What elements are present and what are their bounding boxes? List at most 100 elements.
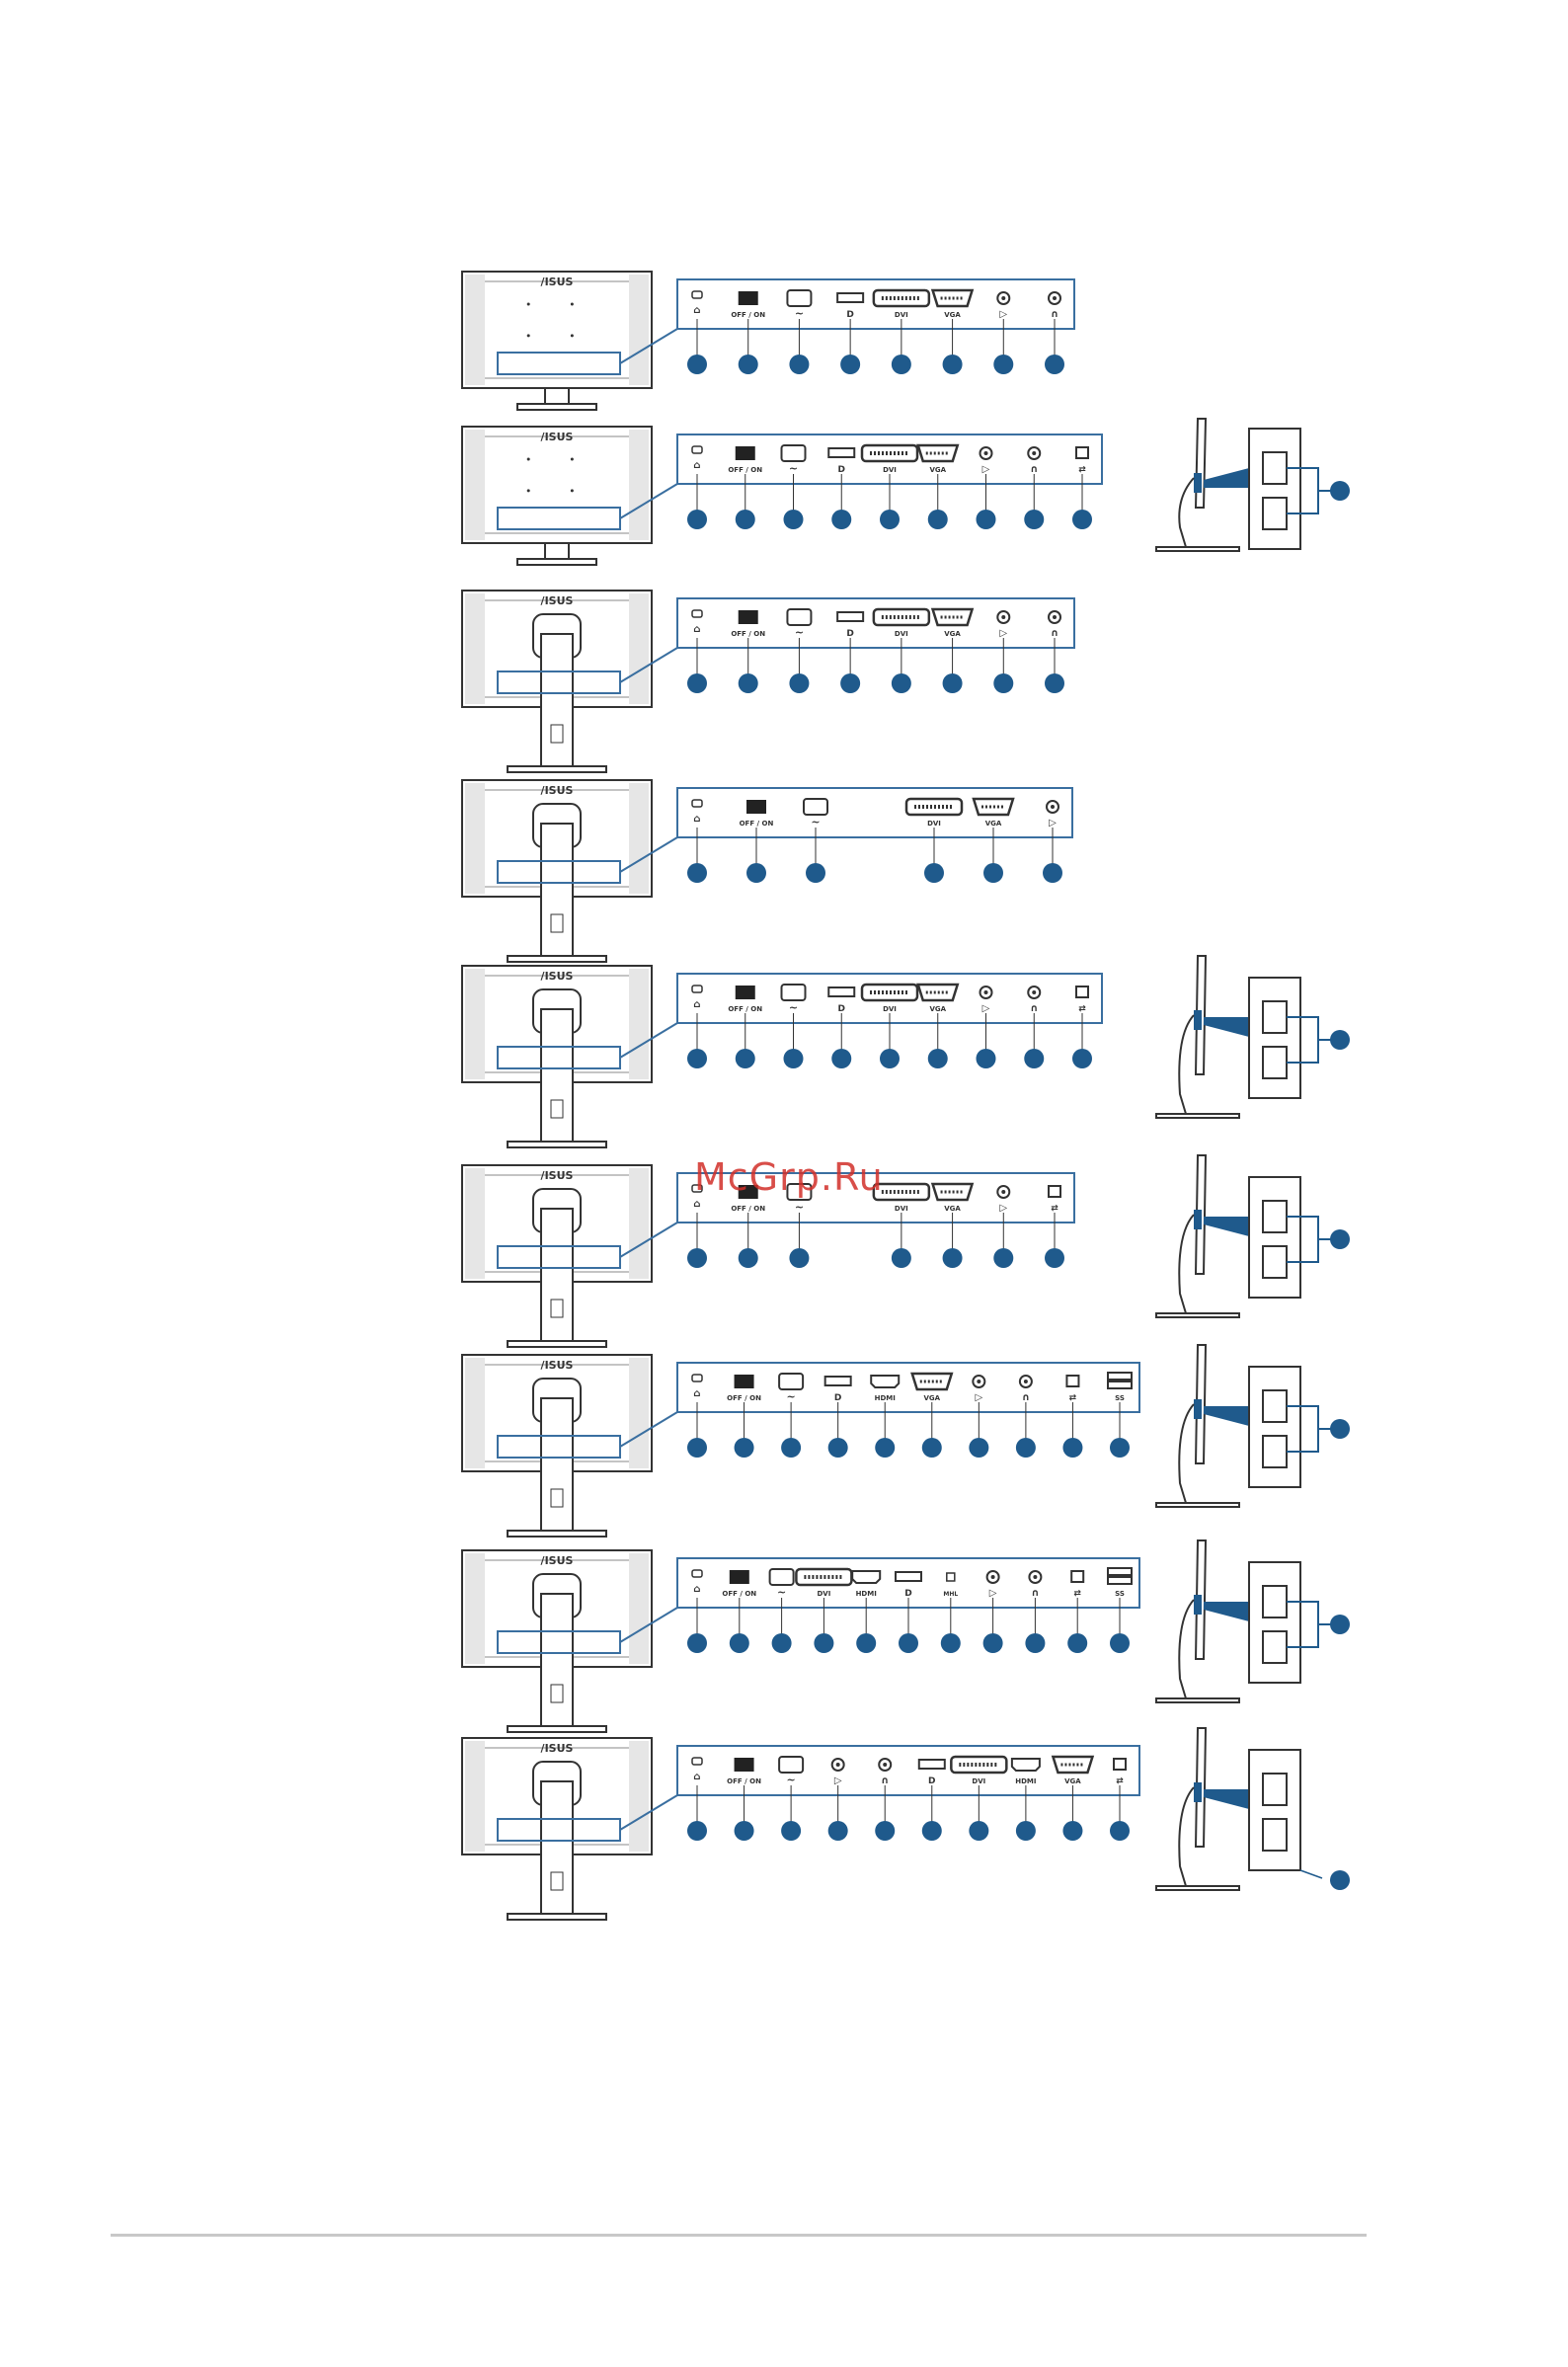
callout-marker [993, 355, 1014, 374]
watermark-text: McGrp.Ru [694, 1155, 884, 1199]
callout-marker [831, 1049, 852, 1068]
usb-zoom-box [1248, 977, 1301, 1099]
monitor-shade-left [465, 1358, 485, 1468]
dvi-label: DVI [895, 630, 908, 638]
stand-base [507, 1141, 607, 1148]
callout-marker [806, 863, 825, 883]
ac-label: ~ [789, 1001, 798, 1014]
callout-marker [738, 1248, 758, 1268]
ac-power-icon [786, 1183, 813, 1201]
callout-marker [942, 1248, 963, 1268]
callout-marker [1330, 1419, 1350, 1439]
stand-column [540, 1008, 574, 1144]
stand-base [507, 1913, 607, 1921]
power-label: OFF / ON [728, 466, 762, 474]
jack-center [1032, 451, 1037, 455]
vga-port [930, 288, 975, 308]
stand-column [540, 1593, 574, 1729]
monitor-shade-right [629, 593, 649, 704]
brand-logo: /ISUS [541, 1554, 574, 1567]
usb-icon: ⇄ [1051, 1204, 1058, 1214]
vga-label: VGA [929, 466, 946, 474]
footer-rule [111, 2234, 1367, 2237]
callout-marker [891, 1248, 911, 1268]
callout-marker [789, 355, 810, 374]
callout-marker [927, 1049, 948, 1068]
stand-column [540, 633, 574, 769]
usb-b-port [1075, 986, 1089, 998]
stand-column [540, 823, 574, 959]
headphone-icon: ∩ [1031, 1588, 1039, 1599]
stand-base [516, 403, 597, 411]
side-usb-port [1262, 1245, 1288, 1279]
screw-dot [526, 457, 530, 461]
stand-base [507, 1725, 607, 1733]
side-stand [1178, 477, 1195, 548]
screw-dot [570, 302, 574, 306]
callout-marker [993, 673, 1014, 693]
vga-port [930, 607, 975, 627]
side-usb-highlight [1194, 1595, 1202, 1615]
hdmi-label: HDMI [1015, 1777, 1036, 1785]
usb-b-port [1113, 1758, 1127, 1771]
callout-marker [1072, 510, 1092, 529]
side-usb-highlight [1194, 1210, 1202, 1229]
stand-slot [550, 913, 564, 933]
side-usb-port [1262, 1435, 1288, 1468]
usb-icon: ⇄ [1078, 465, 1086, 475]
hdmi-label: HDMI [856, 1590, 877, 1598]
callout-marker [687, 673, 707, 693]
vga-label: VGA [944, 311, 961, 319]
usb-a-port [1107, 1381, 1133, 1389]
headphone-icon: ∩ [1022, 1392, 1030, 1403]
stand-slot [550, 724, 564, 744]
stand-column [540, 1780, 574, 1917]
usb-icon: ⇄ [1069, 1393, 1077, 1403]
dvi-label: DVI [883, 1005, 897, 1013]
displayport-icon [836, 292, 865, 303]
callout-marker [734, 1438, 754, 1458]
jack-center [983, 451, 988, 455]
usb-zoom-box [1248, 428, 1301, 550]
ac-power-icon [780, 444, 807, 462]
power-label: OFF / ON [728, 1005, 762, 1013]
jack-center [1001, 296, 1006, 300]
usb-zoom-box [1248, 1176, 1301, 1299]
callout-marker [1045, 673, 1064, 693]
callout-marker [880, 1049, 900, 1068]
callout-marker [1062, 1821, 1083, 1841]
callout-marker [875, 1438, 896, 1458]
ac-power-icon [786, 608, 813, 626]
callout-marker [734, 1821, 754, 1841]
ac-label: ~ [811, 816, 820, 828]
side-base [1155, 1312, 1240, 1318]
power-switch-icon [738, 610, 758, 624]
stand-base [507, 765, 607, 773]
usb-zoom-box [1248, 1749, 1301, 1871]
callout-marker [814, 1633, 834, 1653]
headphone-icon: ∩ [1030, 1003, 1038, 1014]
callout-marker [687, 1248, 707, 1268]
usb-b-port [1065, 1375, 1080, 1387]
hdmi-label: HDMI [875, 1394, 896, 1402]
power-label: OFF / ON [727, 1777, 761, 1785]
callout-marker [729, 1633, 749, 1653]
callout-marker [789, 1248, 810, 1268]
stand-neck [544, 542, 570, 560]
kensington-lock-icon: ⌂ [693, 1388, 700, 1399]
callout-marker [880, 510, 900, 529]
callout-marker [687, 1633, 707, 1653]
kensington-lock-icon: ⌂ [693, 624, 700, 635]
callout-bracket [1287, 1601, 1332, 1648]
callout-marker [976, 510, 996, 529]
vga-label: VGA [985, 820, 1002, 828]
kensington-lock-icon [691, 799, 703, 808]
power-label: OFF / ON [731, 630, 765, 638]
callout-marker [921, 1821, 942, 1841]
jack-center [1051, 805, 1055, 809]
monitor-back [461, 271, 653, 389]
side-usb-port [1262, 1000, 1288, 1034]
monitor-shade-left [465, 275, 485, 385]
